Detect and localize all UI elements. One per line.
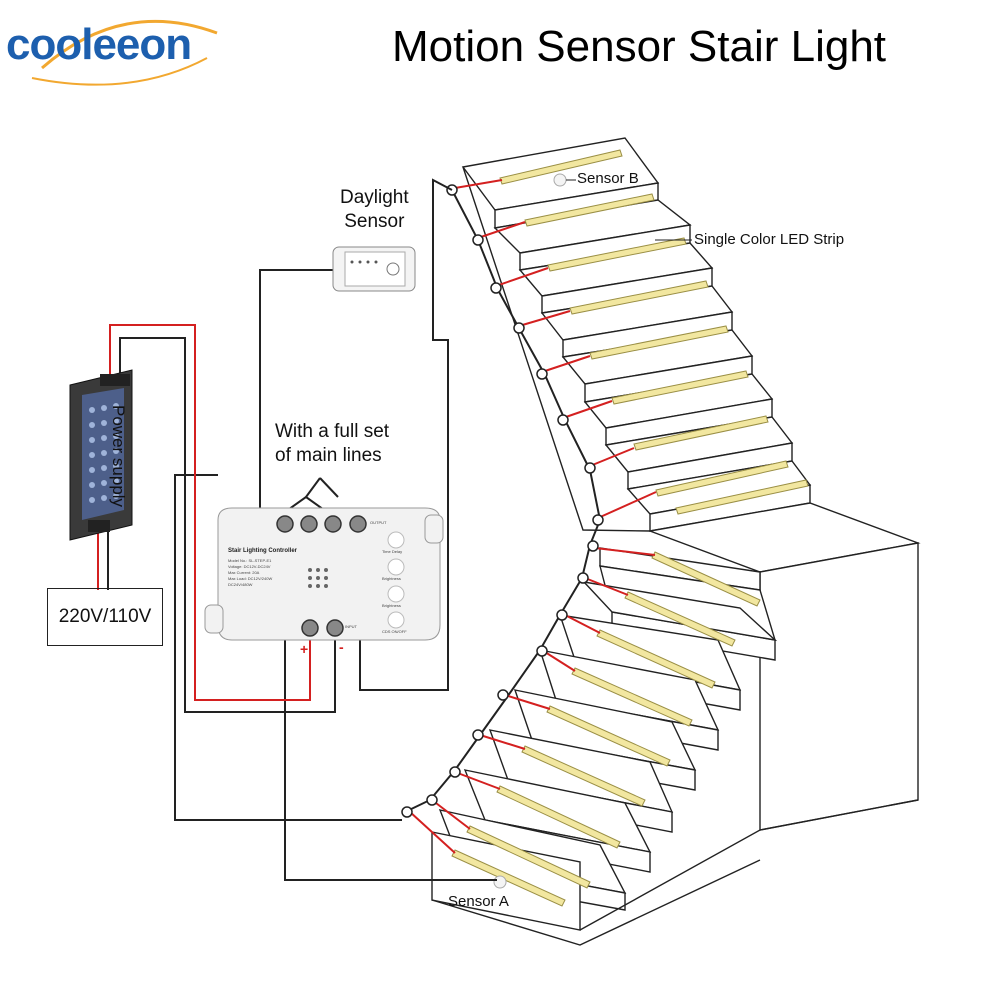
logo-swoosh-icon [31,19,218,86]
led-strip [546,705,671,767]
led-strips-upper [499,149,809,515]
page-title: Motion Sensor Stair Light [392,22,887,71]
label-line: Sensor [344,211,405,232]
label-line: With a full set [275,421,390,442]
led-strip [571,667,693,727]
controller-title: Stair Lighting Controller [228,548,297,554]
sensor-b-icon [553,173,567,187]
button-label: Time Delay [382,549,403,554]
led-strip [466,825,591,889]
brightness-button [387,558,405,576]
led-strip [524,193,655,227]
spec-line: Model No.: SL-STEP-E1 [228,558,272,563]
daylight-sensor-device [332,246,416,292]
led-strip [589,325,729,360]
button-label: CDS ON/OFF [382,629,407,634]
cds-button [387,611,405,629]
mains-voltage-box: 220V/110V [47,588,163,646]
main-lines-label: With a full set of main lines [275,420,389,468]
led-strip [655,460,789,497]
brand-logo: cooleeon [2,8,252,86]
sensor-a-label: Sensor A [448,893,509,910]
stair-lighting-controller [204,507,444,641]
negative-label: - [339,639,344,655]
led-strip [596,629,716,689]
label-line: Daylight [340,187,409,208]
sensor-a-icon [493,875,507,889]
led-strip [521,745,646,807]
led-strip [624,591,736,647]
daylight-sensor-label: Daylight Sensor [340,186,409,234]
spec-line: DC24V/480W [228,582,253,587]
upper-stair-flight [461,137,921,573]
strip-connectors [401,179,657,854]
led-strip [569,280,709,315]
light-sensor-icon [386,262,400,276]
spec-line: Voltage: DC12V-DC24V [228,564,271,569]
button-label: Brightness [382,603,401,608]
led-strip-label: Single Color LED Strip [694,231,845,248]
label-line: of main lines [275,445,382,466]
brightness-button [387,585,405,603]
time-delay-button [387,531,405,549]
button-label: Brightness [382,576,401,581]
brand-name: cooleeon [6,20,192,69]
led-strip [611,370,749,405]
led-strip [451,849,566,907]
led-strip [651,551,761,607]
output-label: OUTPUT [370,520,387,525]
led-strips-lower [451,551,761,907]
power-supply-unit [69,369,133,541]
input-label: INPUT [345,624,357,629]
led-strip [499,149,623,185]
control-wiring [97,178,497,881]
power-supply-label: Power supply [109,405,128,508]
spec-line: Max Current: 20A [228,570,260,575]
led-strip [496,785,621,849]
led-strip [633,415,769,451]
led-strip [675,479,809,515]
controller-specs: Model No.: SL-STEP-E1 Voltage: DC12V-DC2… [228,558,272,588]
sensor-b-label: Sensor B [577,170,639,187]
spec-line: Max Load: DC12V/240W [228,576,273,581]
positive-label: + [300,641,309,657]
led-strip [547,237,687,272]
